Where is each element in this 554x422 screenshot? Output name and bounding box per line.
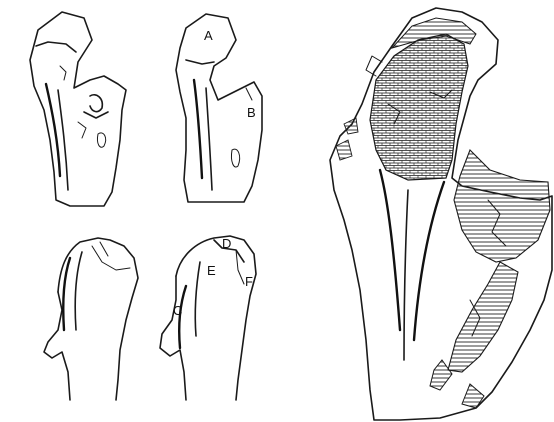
label-c: C <box>173 303 182 318</box>
bone-bottom-middle <box>160 236 256 400</box>
label-b: B <box>247 105 256 120</box>
label-a: A <box>204 28 213 43</box>
bone-top-left <box>30 12 126 206</box>
bone-bottom-left <box>44 238 138 400</box>
label-e: E <box>207 263 216 278</box>
bone-right-large <box>330 8 552 420</box>
label-d: D <box>222 236 231 251</box>
label-f: F <box>245 274 253 289</box>
